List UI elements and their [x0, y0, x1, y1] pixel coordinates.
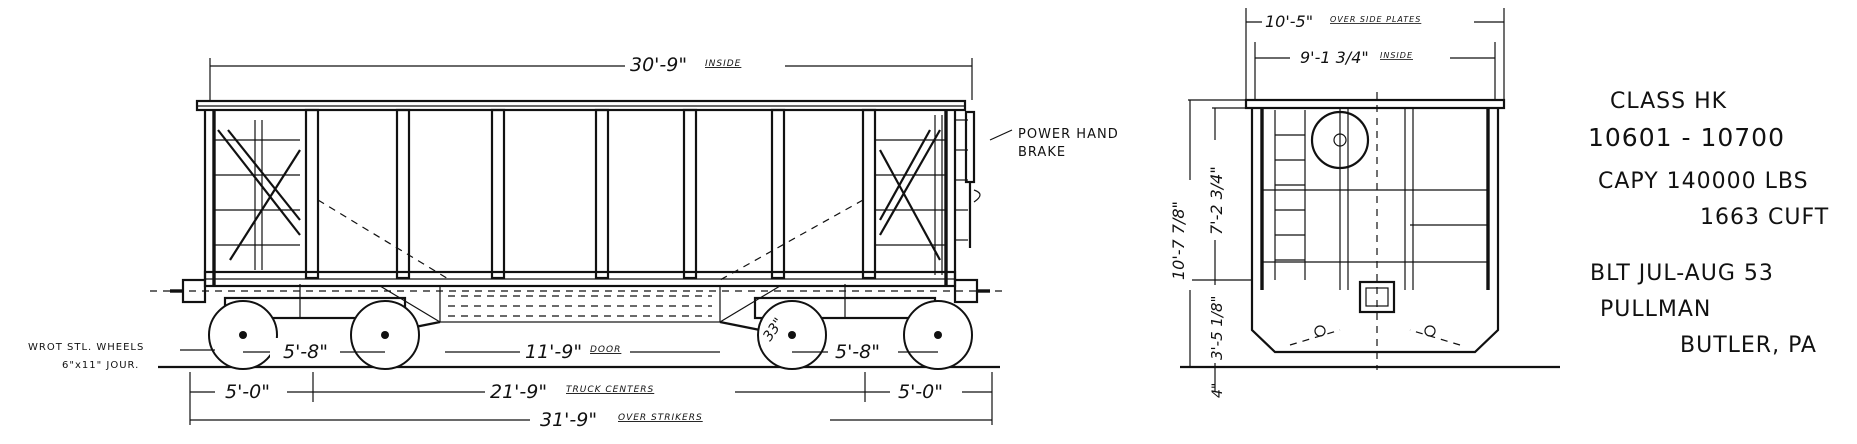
dimension-inside-width: 9'-1 3/4" INSIDE	[1254, 42, 1496, 100]
car-notes: CLASS HK 10601 - 10700 CAPY 140000 LBS 1…	[1588, 89, 1829, 358]
height-lower: 3'-5 1/8"	[1208, 296, 1226, 360]
wheelbase-right: 5'-8"	[835, 341, 880, 363]
wheels-label-2: 6"x11" JOUR.	[62, 360, 139, 371]
couplers	[170, 278, 990, 304]
note-class: CLASS HK	[1610, 89, 1727, 114]
height-overall: 10'-7 7/8"	[1169, 201, 1188, 280]
inside-width-caption: INSIDE	[1380, 51, 1413, 60]
brake-wheel	[1310, 110, 1370, 170]
dimension-truck-centers: 5'-0" 5'-0" 21'-9" TRUCK CENTERS	[189, 372, 993, 425]
door-length-value: 11'-9"	[525, 341, 582, 363]
hand-brake	[964, 110, 981, 248]
side-stakes	[304, 108, 877, 280]
inside-length-value: 30'-9"	[630, 54, 687, 76]
inside-length-caption: INSIDE	[705, 59, 741, 69]
over-strikers-value: 31'-9"	[540, 409, 597, 431]
over-side-plates-value: 10'-5"	[1265, 12, 1313, 31]
truck-centers-value: 21'-9"	[490, 381, 547, 403]
dimension-over-strikers: 31'-9" OVER STRIKERS	[190, 408, 992, 432]
overhang-left: 5'-0"	[225, 381, 270, 403]
left-end-bracing	[214, 120, 301, 270]
truck-centers-caption: TRUCK CENTERS	[566, 385, 654, 395]
door-length-caption: DOOR	[590, 345, 621, 355]
note-built: BLT JUL-AUG 53	[1590, 261, 1774, 286]
over-strikers-caption: OVER STRIKERS	[618, 413, 703, 423]
car-body-end	[1244, 92, 1506, 370]
note-builder: PULLMAN	[1600, 297, 1711, 322]
overhang-right: 5'-0"	[898, 381, 943, 403]
power-brake-label-1: POWER HAND	[1018, 127, 1119, 142]
hopper-bottom	[379, 285, 781, 332]
wheels-label-1: WROT STL. WHEELS	[28, 342, 144, 353]
dimension-over-side-plates: 10'-5" OVER SIDE PLATES	[1245, 8, 1505, 100]
power-brake-label-2: BRAKE	[1018, 145, 1066, 160]
car-body-side	[150, 99, 1005, 332]
wheelbase-left: 5'-8"	[283, 341, 328, 363]
over-side-plates-caption: OVER SIDE PLATES	[1330, 15, 1421, 24]
dimension-inside-length: 30'-9" INSIDE	[209, 52, 973, 100]
note-capacity-weight: CAPY 140000 LBS	[1598, 169, 1809, 194]
height-inside: 7'-2 3/4"	[1207, 166, 1226, 235]
side-view: 30'-9" INSIDE POWER HAND BRAKE WROT STL.…	[28, 52, 1119, 432]
dimension-heights: 10'-7 7/8" 7'-2 3/4" 3'-5 1/8" 4"	[1166, 99, 1252, 398]
note-numbers: 10601 - 10700	[1588, 123, 1785, 152]
note-location: BUTLER, PA	[1680, 333, 1817, 358]
rail-height: 4"	[1210, 383, 1226, 398]
right-end-bracing	[875, 115, 968, 275]
end-view: 10'-5" OVER SIDE PLATES 9'-1 3/4" INSIDE	[1166, 8, 1560, 398]
inside-width-value: 9'-1 3/4"	[1300, 48, 1369, 67]
note-capacity-volume: 1663 CUFT	[1700, 205, 1829, 230]
